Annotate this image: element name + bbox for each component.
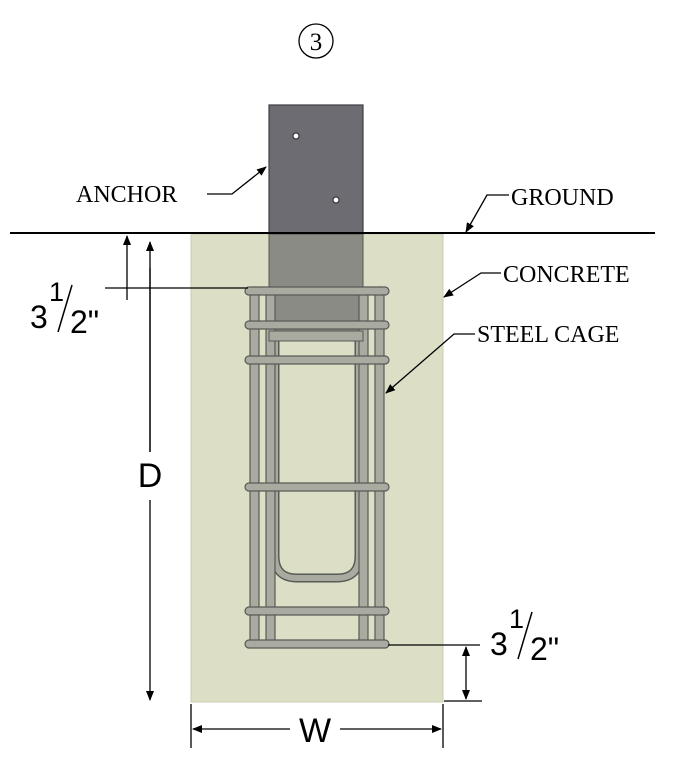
top-cover-whole: 3 — [30, 299, 48, 335]
bottom-cover-dimension: 3 1 2" — [388, 604, 559, 702]
anchor-label: ANCHOR — [76, 182, 177, 208]
cage-vertical-bar — [249, 286, 260, 646]
anchor-bolt-hole — [332, 196, 340, 204]
cage-hoop — [244, 320, 390, 330]
detail-number: 3 — [310, 29, 323, 56]
top-cover-dimension: 3 1 2" — [30, 235, 248, 340]
cage-connector-plate — [268, 330, 364, 342]
cage-hoop — [244, 639, 390, 649]
width-label: W — [299, 712, 331, 750]
depth-label: D — [138, 457, 163, 495]
depth-dimension: D — [138, 241, 163, 701]
cage-u-bar — [272, 332, 362, 581]
bottom-cover-denominator: 2" — [530, 631, 559, 667]
anchor-post — [268, 104, 364, 235]
top-cover-denominator: 2" — [70, 304, 99, 340]
steel-cage — [244, 286, 390, 649]
cage-vertical-bar — [374, 286, 385, 646]
ground-leader — [465, 194, 509, 233]
bottom-cover-numerator: 1 — [509, 604, 524, 634]
concrete-leader — [443, 272, 501, 298]
top-cover-fraction-bar — [57, 284, 73, 333]
ground-label: GROUND — [511, 185, 614, 211]
concrete-label: CONCRETE — [503, 262, 630, 288]
cage-hoop — [244, 606, 390, 616]
bottom-cover-whole: 3 — [490, 626, 508, 662]
top-cover-numerator: 1 — [49, 277, 64, 307]
width-dimension: W — [190, 704, 444, 750]
anchor-leader — [207, 166, 267, 195]
detail-circle — [298, 23, 334, 59]
steel-cage-leader — [385, 333, 475, 394]
cage-hoop — [244, 286, 390, 296]
anchor-bolt-hole — [292, 132, 300, 140]
cage-hoop — [244, 482, 390, 492]
anchor-post-embedded — [268, 233, 364, 332]
cage-hoop — [244, 355, 390, 365]
bottom-cover-fraction-bar — [517, 611, 533, 660]
steel-cage-label: STEEL CAGE — [477, 322, 619, 348]
detail-number-marker: 3 — [298, 23, 334, 59]
